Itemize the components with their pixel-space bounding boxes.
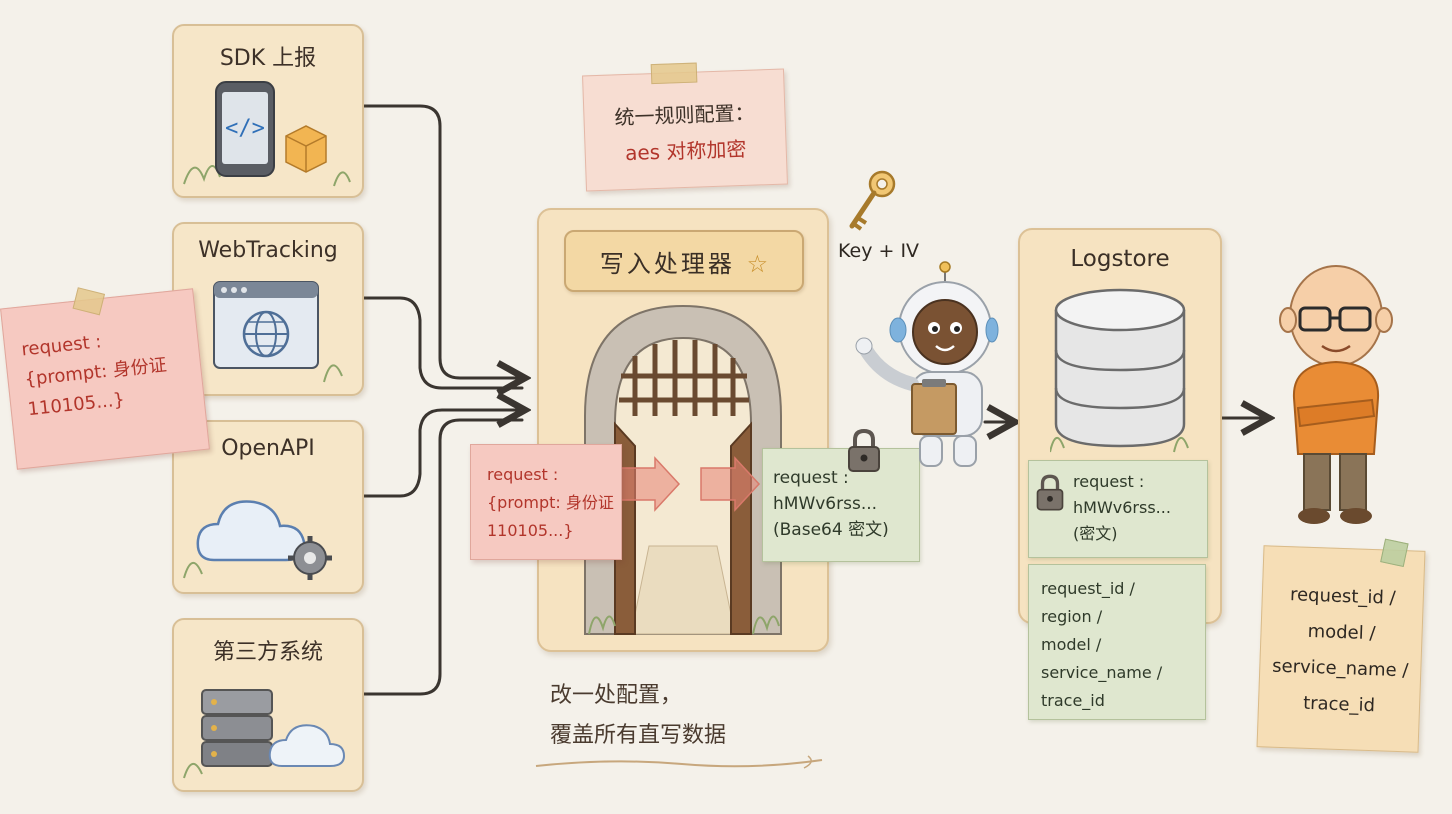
- field-line: service_name /: [1041, 663, 1163, 682]
- write-processor: 写入处理器 ☆: [537, 208, 829, 652]
- database-icon: [1050, 288, 1189, 453]
- robot-astronaut-icon: [855, 261, 999, 467]
- cipher-line: (Base64 密文): [773, 520, 889, 540]
- field-line: service_name /: [1271, 655, 1409, 682]
- caption-line: 改一处配置，: [550, 683, 683, 708]
- star-icon: ☆: [746, 250, 769, 278]
- input-request-note: request : {prompt: 身份证 110105...}: [0, 287, 210, 470]
- webtracking-arrow: [360, 296, 524, 390]
- source-card-third-party: 第三方系统: [172, 618, 364, 792]
- field-line: request_id /: [1289, 584, 1396, 609]
- tape: [650, 62, 698, 85]
- field-line: model /: [1041, 635, 1102, 654]
- field-line: trace_id: [1041, 691, 1105, 710]
- logstore-fields-box: request_id / region / model / service_na…: [1028, 564, 1206, 720]
- tape: [1380, 538, 1409, 568]
- key-icon: [849, 170, 896, 231]
- processor-title-plate: 写入处理器 ☆: [564, 230, 804, 292]
- logstore: Logstore: [1018, 228, 1222, 624]
- field-line: region /: [1041, 607, 1103, 626]
- encrypted-output-box: request : hMWv6rss... (Base64 密文): [762, 448, 920, 562]
- caption-underline: [535, 755, 823, 769]
- cipher-line: request :: [1073, 472, 1145, 491]
- lock-icon: [1036, 474, 1064, 511]
- logstore-encrypted-box: request : hMWv6rss... (密文): [1028, 460, 1208, 558]
- user-person-icon: [1279, 265, 1393, 524]
- cipher-line: hMWv6rss...: [1073, 498, 1171, 517]
- sdk-arrow: [360, 104, 522, 378]
- svg-text:</>: </>: [225, 116, 265, 141]
- rule-config-note: 统一规则配置： aes 对称加密: [582, 62, 788, 192]
- cipher-line: hMWv6rss...: [773, 494, 878, 514]
- field-line: trace_id: [1302, 692, 1376, 717]
- cloud-gear-icon: [183, 500, 332, 580]
- note-line: request :: [487, 465, 559, 484]
- user-fields-note: request_id / model / service_name / trac…: [1256, 538, 1426, 753]
- field-line: request_id /: [1041, 579, 1135, 598]
- note-line: {prompt: 身份证: [487, 493, 614, 512]
- footer-caption: 改一处配置， 覆盖所有直写数据: [550, 676, 726, 756]
- logstore-title: Logstore: [1070, 246, 1170, 272]
- third-party-arrow: [360, 418, 524, 696]
- caption-line: 覆盖所有直写数据: [550, 723, 727, 748]
- source-title: 第三方系统: [212, 640, 323, 665]
- source-card-webtracking: WebTracking: [172, 222, 364, 396]
- flow-chevrons: [621, 456, 761, 512]
- source-card-sdk: SDK 上报 </>: [172, 24, 364, 198]
- key-label: Key + IV: [838, 240, 920, 262]
- rule-title: 统一规则配置：: [614, 100, 755, 130]
- lock-icon: [848, 428, 880, 472]
- source-title: OpenAPI: [221, 436, 315, 461]
- openapi-arrow: [360, 410, 522, 498]
- server-cloud-icon: [183, 689, 346, 779]
- mobile-code-icon: </>: [183, 81, 351, 187]
- source-title: SDK 上报: [219, 46, 317, 71]
- note-line: 110105...}: [487, 521, 574, 540]
- processor-input-note: request : {prompt: 身份证 110105...}: [470, 444, 622, 560]
- processor-title: 写入处理器: [599, 250, 735, 278]
- cipher-line: (密文): [1073, 524, 1118, 543]
- rule-value: aes 对称加密: [624, 136, 747, 166]
- browser-globe-icon: [213, 281, 343, 383]
- field-line: model /: [1307, 620, 1376, 645]
- source-title: WebTracking: [198, 238, 338, 263]
- gate-illustration: [584, 304, 782, 635]
- cipher-line: request :: [773, 468, 849, 488]
